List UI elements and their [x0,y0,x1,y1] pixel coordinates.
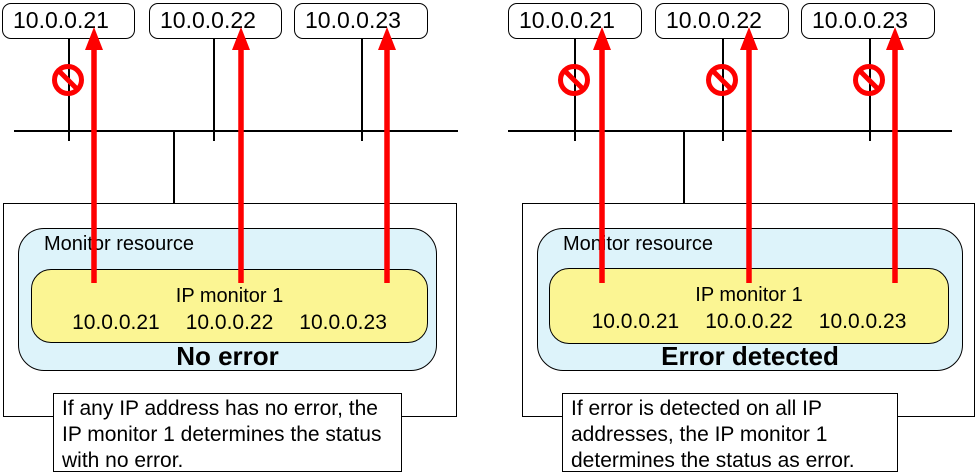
drop-line [869,39,871,141]
drop-line [361,39,363,141]
ip-address-box: 10.0.0.22 [149,3,282,39]
description-line: If any IP address has no error, the [62,397,378,420]
description-line: If error is detected on all IP [571,397,822,420]
ip-address-box: 10.0.0.21 [2,3,135,39]
status-label: No error [176,341,279,371]
drop-line [722,39,724,141]
monitor-resource-box: Monitor resource IP monitor 1 10.0.0.21 … [537,228,963,371]
monitor-resource-label: Monitor resource [563,233,714,255]
monitored-ip: 10.0.0.21 [591,310,680,333]
monitor-connector-line [683,131,685,203]
monitored-ip: 10.0.0.22 [705,310,793,333]
monitored-ip: 10.0.0.23 [818,310,907,333]
ip-address-box: 10.0.0.23 [801,3,935,39]
description-box: If error is detected on all IP addresses… [562,393,898,472]
description-line: with no error. [62,449,184,472]
monitored-ip: 10.0.0.23 [299,311,387,334]
drop-line [574,39,576,141]
monitor-resource-label: Monitor resource [44,233,195,255]
network-bus-line [14,130,458,132]
ip-monitor-box: IP monitor 1 10.0.0.21 10.0.0.22 10.0.0.… [31,269,428,343]
description-line: addresses, the IP monitor 1 [571,423,828,446]
ip-monitor-box: IP monitor 1 10.0.0.21 10.0.0.22 10.0.0.… [549,268,949,344]
drop-line [213,39,215,141]
description-line: IP monitor 1 determines the status [62,423,382,446]
description-line: determines the status as error. [571,449,855,472]
ip-monitor-title: IP monitor 1 [695,284,803,306]
ip-monitor-title: IP monitor 1 [175,285,284,307]
network-bus-line [508,130,952,132]
status-label: Error detected [661,341,839,371]
monitored-ip: 10.0.0.22 [185,311,274,334]
monitored-ip-row: 10.0.0.21 10.0.0.22 10.0.0.23 [32,311,427,335]
monitored-ip-row: 10.0.0.21 10.0.0.22 10.0.0.23 [550,310,948,334]
monitor-resource-box: Monitor resource IP monitor 1 10.0.0.21 … [18,228,437,371]
monitored-ip: 10.0.0.21 [72,311,160,334]
ip-address-box: 10.0.0.21 [508,3,642,39]
description-box: If any IP address has no error, the IP m… [53,393,402,472]
monitor-connector-line [173,131,175,203]
ip-address-box: 10.0.0.22 [655,3,789,39]
